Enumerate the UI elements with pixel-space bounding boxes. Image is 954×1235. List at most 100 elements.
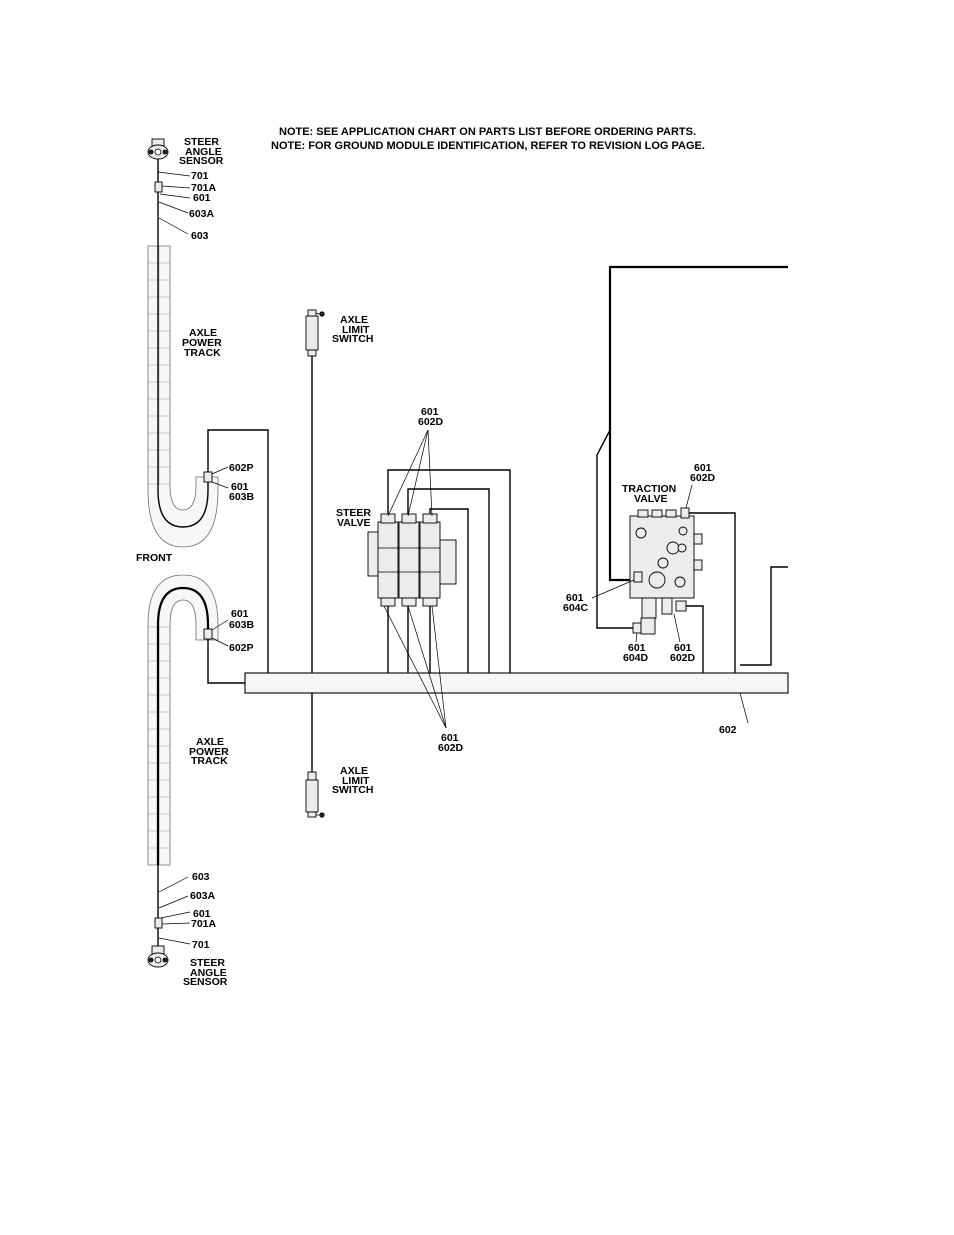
sensor-shaft	[154, 148, 162, 156]
label-track-bottom: TRACK	[191, 755, 228, 767]
switch-head-top	[307, 309, 317, 317]
leader-602p-bottom	[211, 637, 229, 647]
leader-steer-top-3	[427, 429, 433, 517]
leader-701a-top	[161, 185, 191, 189]
steer-coil-1	[377, 521, 399, 599]
wire-602d-steer-bottom: 602D	[438, 742, 464, 754]
label-axle-top: AXLE	[189, 327, 217, 339]
axle-limit-switch-bottom	[305, 771, 325, 818]
sensor-mount-right	[162, 149, 168, 155]
traction-valve	[629, 507, 703, 635]
wire-701-bottom: 701	[192, 939, 210, 951]
steer-nut-3	[422, 597, 438, 607]
wire-602p-top: 602P	[229, 462, 254, 474]
sensor-mount-left-bottom	[148, 957, 154, 963]
leader-602d-traction-top	[685, 484, 693, 509]
wire-bottom-harness-to-bus	[207, 639, 245, 684]
switch-head-bottom	[307, 811, 317, 818]
leader-701a-bottom	[161, 922, 191, 925]
leader-steer-bot-3	[431, 605, 447, 729]
leader-603b-bottom	[211, 619, 229, 631]
switch-body-top	[305, 315, 319, 351]
wire-603-bottom: 603	[192, 871, 210, 883]
sensor-shaft-bottom	[154, 956, 162, 964]
connector-602p-bottom	[203, 628, 213, 640]
label-switch-top: SWITCH	[332, 333, 373, 345]
steer-coil-3	[419, 521, 441, 599]
steer-connector-3	[422, 513, 438, 524]
traction-port-1	[637, 509, 649, 518]
connector-701a-bottom	[154, 917, 163, 929]
axle-limit-switch-top	[305, 309, 325, 357]
note-parts-list: NOTE: SEE APPLICATION CHART ON PARTS LIS…	[279, 126, 696, 138]
label-limit-switch-bottom: LIMIT	[342, 775, 370, 787]
wire-601-bottom: 601	[193, 908, 211, 920]
switch-body-bottom	[305, 779, 319, 813]
wire-603-top: 603	[191, 230, 209, 242]
traction-wire-heavy	[608, 265, 788, 582]
wire-601-604c: 601	[566, 592, 584, 604]
wire-601-traction-top: 601	[694, 462, 712, 474]
leader-steer-top-1	[387, 429, 429, 517]
leader-602d-traction-bottom	[673, 613, 681, 643]
wire-601-steer-top: 601	[421, 406, 439, 418]
wire-601-steer-bottom: 601	[441, 732, 459, 744]
leader-steer-bot-1	[383, 605, 447, 729]
switch-roller-bottom	[319, 812, 325, 818]
wire-603b-top: 603B	[229, 491, 255, 503]
sensor-mount-right-bottom	[162, 957, 168, 963]
note-ground-module: NOTE: FOR GROUND MODULE IDENTIFICATION, …	[271, 140, 705, 152]
steer-valve-endcap	[437, 539, 457, 585]
traction-side-port-2	[693, 559, 703, 571]
leader-603b-top	[211, 481, 229, 489]
steer-connector-1	[380, 513, 396, 524]
label-valve-traction: VALVE	[634, 493, 667, 505]
track-outline-bottom	[147, 574, 219, 866]
steer-coil-2	[398, 521, 420, 599]
wire-top-harness-to-bus	[207, 429, 269, 683]
cable-in-track-top	[157, 245, 209, 528]
label-switch-bottom: SWITCH	[332, 784, 373, 796]
wire-601-track-bottom: 601	[231, 608, 249, 620]
wire-602p-bottom: 602P	[229, 642, 254, 654]
leader-603a-top	[158, 201, 189, 214]
leader-701-bottom	[158, 937, 191, 945]
wire-701a-top: 701A	[191, 182, 217, 194]
traction-wire-604d	[596, 429, 633, 629]
label-steer-top: STEER	[184, 136, 219, 148]
leader-604c	[591, 579, 635, 599]
wire-603a-bottom: 603A	[190, 890, 216, 902]
track-cells-top	[148, 245, 170, 485]
label-axle-switch-bottom: AXLE	[340, 765, 368, 777]
steer-nut-1	[380, 597, 396, 607]
traction-boss-6	[648, 571, 666, 589]
label-valve-steer: VALVE	[337, 517, 370, 529]
traction-solenoid-1	[641, 597, 657, 619]
steer-connector-2	[401, 513, 417, 524]
leader-602	[739, 692, 749, 724]
wire-602d-steer-top: 602D	[418, 416, 444, 428]
main-harness-602	[244, 672, 789, 694]
leader-602p-top	[211, 466, 229, 475]
wire-701a-bottom: 701A	[191, 918, 217, 930]
wire-604c: 604C	[563, 602, 589, 614]
wire-602d-traction-top: 602D	[690, 472, 716, 484]
traction-wire-right	[740, 566, 788, 666]
wire-601-track-top: 601	[231, 481, 249, 493]
leader-601-bottom	[160, 911, 191, 919]
traction-wire-602d-top	[688, 512, 736, 673]
label-track-top: TRACK	[184, 347, 221, 359]
traction-coil-604c	[633, 571, 643, 583]
label-power-bottom: POWER	[189, 746, 229, 758]
label-steer-valve: STEER	[336, 507, 371, 519]
steer-angle-sensor-bottom	[147, 945, 169, 968]
traction-coil-602d-bottom	[675, 600, 687, 612]
traction-coil-602d	[680, 507, 690, 519]
connector-701a-top	[154, 181, 163, 193]
wire-602: 602	[719, 724, 737, 736]
steer-nut-2	[401, 597, 417, 607]
leader-603-bottom	[158, 876, 189, 893]
cable-in-track-bottom	[156, 586, 210, 865]
wire-601-top: 601	[193, 192, 211, 204]
